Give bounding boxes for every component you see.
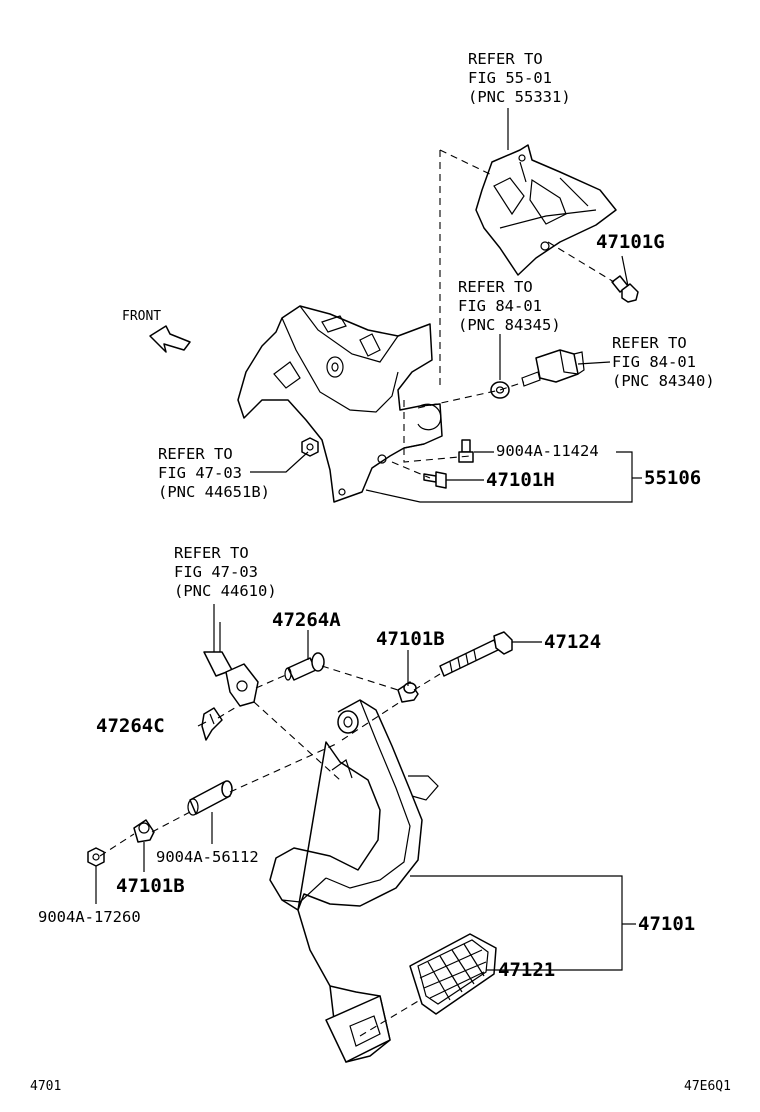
svg-text:REFER TO: REFER TO — [612, 334, 687, 352]
bushing-47101b-top[interactable] — [397, 681, 419, 703]
svg-text:REFER TO: REFER TO — [468, 50, 543, 68]
ref-fig-84-01-84345: REFER TO FIG 84-01 (PNC 84345) — [458, 278, 561, 334]
svg-text:REFER TO: REFER TO — [174, 544, 249, 562]
leader-lines — [95, 108, 642, 971]
nut-44651b[interactable] — [301, 437, 319, 457]
ref-fig-47-03-44651b: REFER TO FIG 47-03 (PNC 44651B) — [158, 445, 270, 501]
front-arrow-icon — [149, 325, 191, 353]
stop-lamp-switch[interactable] — [521, 349, 585, 387]
pushrod-clevis[interactable] — [203, 622, 259, 707]
label-47101b-top[interactable]: 47101B — [376, 628, 445, 650]
bolt-47124[interactable] — [439, 631, 513, 677]
svg-text:(PNC 55331): (PNC 55331) — [468, 88, 571, 106]
svg-text:REFER TO: REFER TO — [158, 445, 233, 463]
svg-text:FIG 47-03: FIG 47-03 — [158, 464, 242, 482]
svg-text:FIG 55-01: FIG 55-01 — [468, 69, 552, 87]
pin-47264a[interactable] — [284, 652, 325, 681]
brake-pedal-arm-47101[interactable] — [269, 699, 439, 1063]
label-9004a-11424[interactable]: 9004A-11424 — [496, 442, 599, 460]
upper-mounting-bracket[interactable] — [475, 144, 617, 276]
assembly-lines — [99, 149, 615, 1037]
clip-47264c[interactable] — [201, 707, 223, 741]
collar-9004a-56112[interactable] — [187, 780, 233, 816]
nut-9004a-17260[interactable] — [87, 847, 105, 867]
label-47121[interactable]: 47121 — [498, 959, 555, 981]
ref-fig-47-03-44610: REFER TO FIG 47-03 (PNC 44610) — [174, 544, 277, 600]
label-47101[interactable]: 47101 — [638, 913, 695, 935]
label-55106[interactable]: 55106 — [644, 467, 701, 489]
pedal-pad-47121[interactable] — [409, 933, 497, 1015]
ref-fig-55-01: REFER TO FIG 55-01 (PNC 55331) — [468, 50, 571, 106]
svg-text:(PNC 44651B): (PNC 44651B) — [158, 483, 270, 501]
bolt-9004a-11424[interactable] — [458, 439, 474, 463]
label-47101g[interactable]: 47101G — [596, 231, 665, 253]
ref-fig-84-01-84340: REFER TO FIG 84-01 (PNC 84340) — [612, 334, 715, 390]
footer-right-code: 47E6Q1 — [684, 1079, 731, 1094]
svg-text:REFER TO: REFER TO — [458, 278, 533, 296]
label-9004a-17260[interactable]: 9004A-17260 — [38, 908, 141, 926]
svg-text:FIG 47-03: FIG 47-03 — [174, 563, 258, 581]
label-47101b-bottom[interactable]: 47101B — [116, 875, 185, 897]
label-47264a[interactable]: 47264A — [272, 609, 341, 631]
svg-text:FIG 84-01: FIG 84-01 — [458, 297, 542, 315]
footer-left-code: 4701 — [30, 1079, 61, 1094]
svg-text:(PNC 44610): (PNC 44610) — [174, 582, 277, 600]
switch-clip[interactable] — [490, 381, 510, 399]
bushing-47101b-bottom[interactable] — [133, 819, 155, 843]
svg-text:FIG 84-01: FIG 84-01 — [612, 353, 696, 371]
pedal-bracket-55106[interactable] — [237, 305, 443, 503]
front-label: FRONT — [122, 309, 161, 324]
svg-text:(PNC 84345): (PNC 84345) — [458, 316, 561, 334]
svg-text:(PNC 84340): (PNC 84340) — [612, 372, 715, 390]
label-47264c[interactable]: 47264C — [96, 715, 165, 737]
label-47124[interactable]: 47124 — [544, 631, 601, 653]
bolt-47101g[interactable] — [611, 275, 639, 303]
bolt-47101h[interactable] — [423, 471, 447, 489]
label-47101h[interactable]: 47101H — [486, 469, 555, 491]
label-9004a-56112[interactable]: 9004A-56112 — [156, 848, 259, 866]
